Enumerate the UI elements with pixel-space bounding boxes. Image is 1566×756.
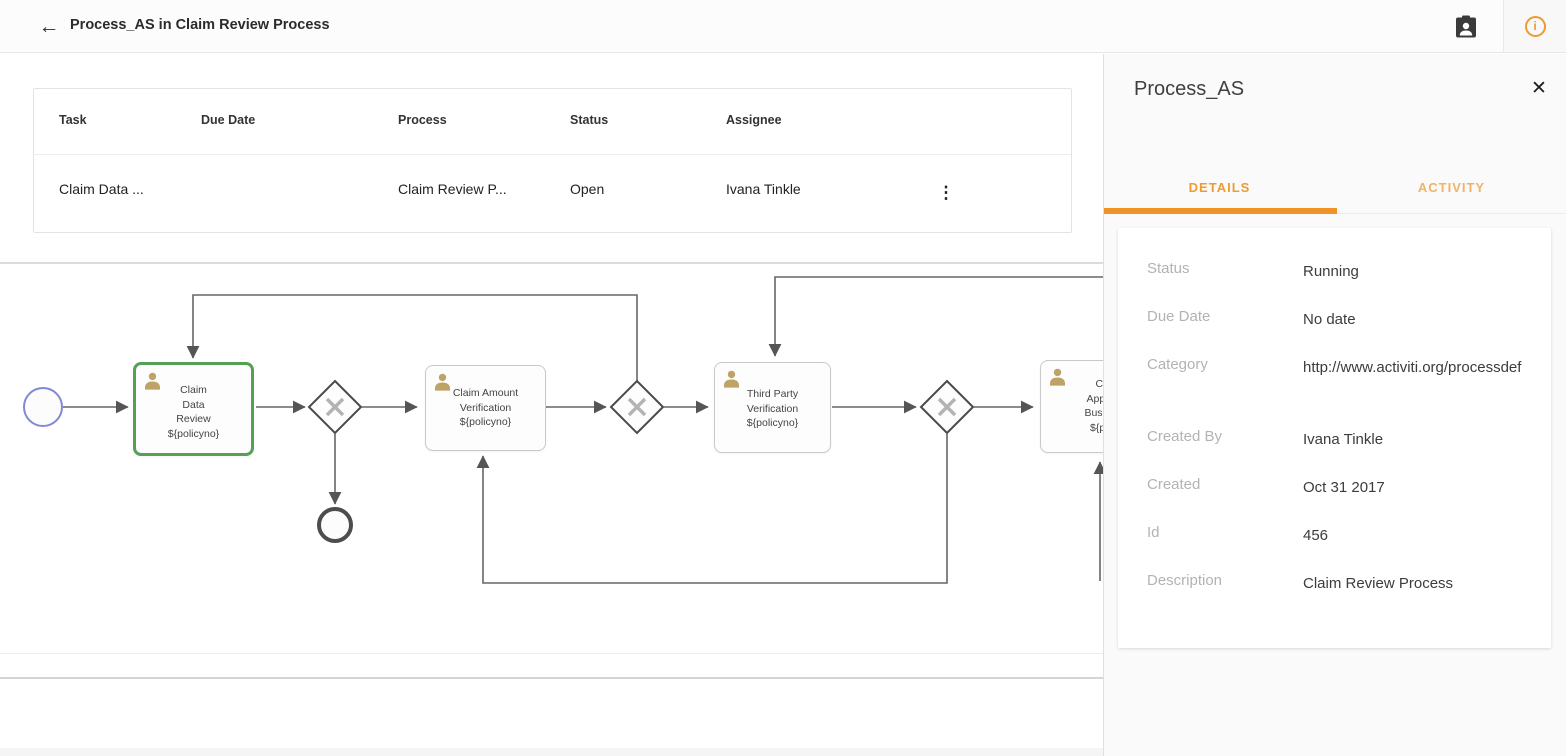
column-header-task: Task (59, 113, 87, 127)
detail-label: Category (1147, 356, 1208, 373)
info-icon: i (1524, 15, 1546, 37)
task-label-line: Verification (746, 402, 799, 415)
assignment-person-icon (1456, 15, 1476, 38)
detail-value: Oct 31 2017 (1303, 479, 1385, 496)
exclusive-gateway-2[interactable] (609, 379, 665, 435)
bottom-strip (0, 748, 1104, 756)
detail-value: http://www.activiti.org/processdef (1303, 359, 1522, 376)
cell-process: Claim Review P... (398, 181, 507, 197)
user-task-icon (435, 373, 450, 391)
task-node-claim-amount-verification[interactable]: Claim Amount Verification ${policyno} (425, 365, 546, 451)
cell-assignee: Ivana Tinkle (726, 181, 801, 197)
task-node-third-party-verification[interactable]: Third Party Verification ${policyno} (714, 362, 831, 453)
details-card: Status Running Due Date No date Category… (1118, 228, 1551, 648)
user-task-icon (1050, 368, 1065, 386)
task-label-line: ${policyno} (746, 417, 799, 429)
close-icon[interactable]: ✕ (1531, 78, 1547, 99)
diagram-horizontal-scrollbar[interactable] (0, 653, 1103, 654)
diagram-top-divider (0, 262, 1104, 264)
task-label-line: Appro (1086, 392, 1103, 405)
table-row[interactable]: Claim Data ... Claim Review P... Open Iv… (34, 155, 1071, 233)
task-label-line: Third Party (746, 388, 799, 400)
task-label-line: ${policyno} (167, 427, 220, 440)
detail-value: Running (1303, 263, 1359, 280)
task-table-header: Task Due Date Process Status Assignee (34, 89, 1071, 155)
task-label-line: ${policyno} (459, 416, 512, 428)
task-label-line: Claim (180, 384, 207, 396)
task-label-line: ${po (1089, 421, 1103, 434)
detail-value: Claim Review Process (1303, 575, 1454, 592)
user-task-icon (145, 372, 160, 390)
tab-details[interactable]: DETAILS (1188, 180, 1251, 195)
page-title: Process_AS in Claim Review Process (70, 17, 330, 33)
task-label-line: Data (182, 398, 205, 411)
task-label-line: Busine (1084, 407, 1103, 419)
panel-tabs: DETAILS ACTIVITY (1104, 166, 1566, 214)
task-label-line: Verification (459, 401, 512, 414)
back-button[interactable]: ← (38, 15, 60, 38)
detail-label: Description (1147, 572, 1223, 589)
task-label-line: Cl (1095, 378, 1103, 390)
detail-value: 456 (1303, 527, 1329, 544)
sequence-flows (63, 276, 1103, 584)
user-task-icon (724, 370, 739, 388)
exclusive-gateway-3[interactable] (919, 379, 975, 435)
bpmn-connectors-layer (23, 276, 1103, 584)
cell-task: Claim Data ... (59, 181, 144, 197)
task-node-clipped[interactable]: Cl Appro Busine ${po (1040, 360, 1103, 453)
column-header-process: Process (398, 113, 447, 127)
process-info-panel: Process_AS ✕ DETAILS ACTIVITY Status Run… (1103, 54, 1566, 756)
detail-label: Status (1147, 260, 1190, 277)
row-actions-kebab-button[interactable]: ⋮ (937, 183, 955, 202)
detail-label: Due Date (1147, 308, 1211, 325)
task-table: Task Due Date Process Status Assignee Cl… (33, 88, 1072, 233)
column-header-due-date: Due Date (201, 113, 256, 127)
task-label-line: Claim Amount (452, 387, 519, 399)
task-node-claim-data-review[interactable]: Claim Data Review ${policyno} (133, 362, 254, 456)
detail-value: Ivana Tinkle (1303, 431, 1384, 448)
exclusive-gateway-1[interactable] (307, 379, 363, 435)
panel-title: Process_AS (1134, 78, 1245, 100)
bpmn-diagram: Claim Data Review ${policyno} Claim Amou… (0, 264, 1103, 654)
detail-label: Created (1147, 476, 1201, 493)
detail-label: Id (1147, 524, 1160, 541)
start-event[interactable] (23, 387, 63, 427)
column-header-status: Status (570, 113, 609, 127)
top-header: ← Process_AS in Claim Review Process i (0, 0, 1566, 53)
cell-status: Open (570, 181, 605, 197)
task-label-line: Review (176, 413, 211, 425)
assignment-person-button[interactable] (1449, 10, 1483, 44)
detail-label: Created By (1147, 428, 1223, 445)
detail-value: No date (1303, 311, 1356, 328)
tab-activity[interactable]: ACTIVITY (1417, 180, 1486, 195)
column-header-assignee: Assignee (726, 113, 782, 127)
info-toggle-button[interactable]: i (1503, 0, 1566, 52)
active-tab-indicator (1104, 208, 1337, 214)
bottom-divider (0, 677, 1104, 679)
end-event[interactable] (317, 507, 353, 543)
